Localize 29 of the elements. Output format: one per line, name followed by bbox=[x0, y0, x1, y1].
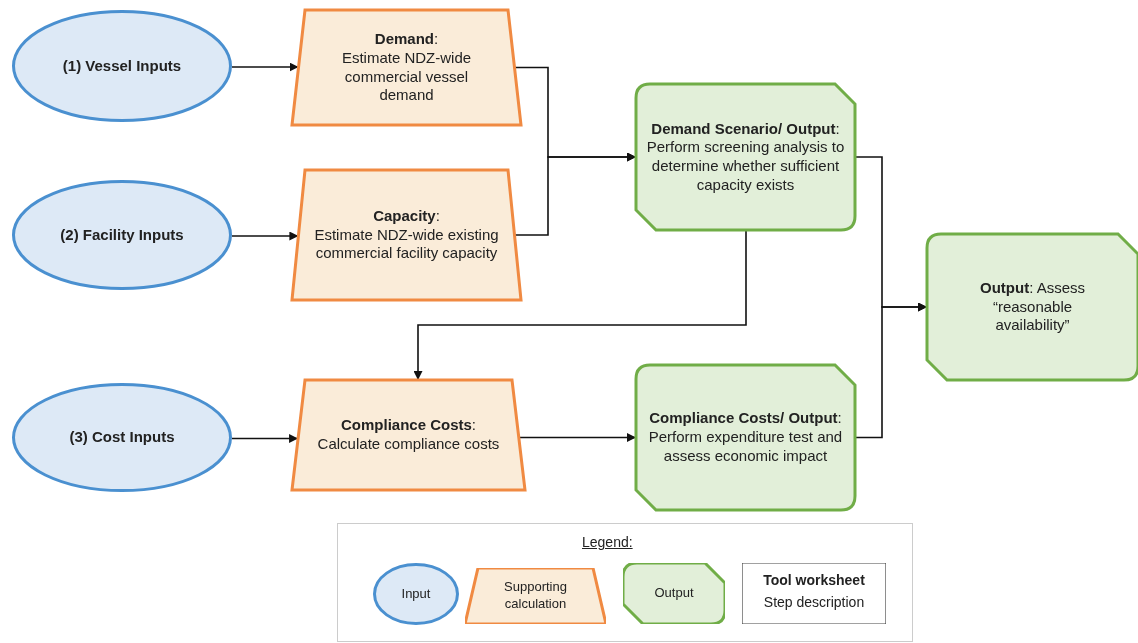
step-text: (3) Cost Inputs bbox=[69, 428, 175, 447]
input-ellipse bbox=[12, 383, 232, 492]
input-ellipse bbox=[12, 180, 232, 290]
step-heading: Capacity: bbox=[373, 206, 440, 226]
step-heading: Compliance Costs/ Output: bbox=[649, 409, 842, 429]
input-ellipse bbox=[12, 10, 232, 122]
step-text: (1) Vessel Inputs bbox=[62, 56, 182, 76]
legend-text: Step description bbox=[762, 594, 866, 610]
step-text: Perform expenditure test and assess economic impact bbox=[647, 428, 844, 466]
step-heading: Demand Scenario/ Output: bbox=[651, 119, 840, 139]
step-heading: Compliance Costs: bbox=[340, 416, 476, 435]
calculation-trapezoid bbox=[292, 170, 521, 300]
step-text: Perform screening analysis to determine whether sufficient capacity exists bbox=[645, 138, 846, 195]
step-text: Calculate compliance costs bbox=[317, 435, 500, 454]
step-text: (2) Facility Inputs bbox=[60, 225, 184, 245]
calculation-trapezoid bbox=[292, 380, 525, 490]
step-heading: Demand: bbox=[374, 30, 439, 49]
legend-heading: Tool worksheet bbox=[762, 572, 866, 588]
arrow bbox=[518, 433, 637, 442]
arrow bbox=[231, 434, 299, 443]
output-octagon bbox=[927, 234, 1138, 380]
legend-text: Supporting calculation bbox=[503, 578, 568, 613]
legend-title: Legend: bbox=[582, 534, 633, 550]
legend-text: Output bbox=[653, 584, 695, 603]
step-text: Output: Assess “reasonable availability” bbox=[979, 278, 1086, 336]
step-text: Estimate NDZ-wide commercial vessel demand bbox=[340, 48, 473, 105]
step-text: Estimate NDZ-wide existing commercial facility capacity bbox=[314, 225, 499, 264]
calculation-trapezoid bbox=[292, 10, 521, 125]
legend-text: Input bbox=[400, 584, 432, 603]
